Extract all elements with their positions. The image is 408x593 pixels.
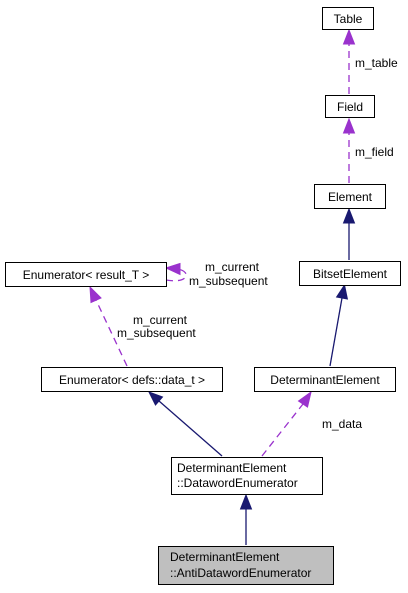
edge-label-m-data: m_data [322,417,362,431]
edge-anti-to-dataword [239,493,253,545]
edge-field-to-table [342,28,356,94]
node-field-label: Field [337,100,363,114]
edge-enumdata-to-enumresult [89,285,128,367]
node-enumerator-data-label: Enumerator< defs::data_t > [59,373,205,387]
node-table[interactable]: Table [322,7,374,30]
node-element-label: Element [328,190,373,204]
node-dataword-enumerator[interactable]: DeterminantElement ::DatawordEnumerator [171,457,323,495]
edge-enumerator-self-loop [164,262,187,282]
node-bitset-element[interactable]: BitsetElement [299,261,401,286]
node-determinant-element-label: DeterminantElement [270,373,380,387]
edge-bitset-to-element [342,207,356,260]
node-field[interactable]: Field [325,95,375,118]
edge-label-self-current: m_current [205,260,260,274]
edge-dataword-to-determinant [261,390,312,457]
edge-determinant-to-bitset [329,283,349,367]
node-dataword-enumerator-line1: DeterminantElement [177,461,287,475]
edge-dataword-to-enumdata [147,391,223,457]
node-anti-dataword-enumerator-line1: DeterminantElement [170,550,280,564]
node-dataword-enumerator-line2: ::DatawordEnumerator [177,476,298,490]
edge-label-enum-current: m_current [133,313,188,327]
edge-element-to-field [342,117,356,183]
node-enumerator-data[interactable]: Enumerator< defs::data_t > [41,367,223,392]
node-anti-dataword-enumerator[interactable]: DeterminantElement ::AntiDatawordEnumera… [158,546,334,585]
edge-label-enum-subsequent: m_subsequent [117,326,196,340]
node-enumerator-result[interactable]: Enumerator< result_T > [5,262,167,287]
edge-label-m-field: m_field [355,145,394,159]
edge-label-self-subsequent: m_subsequent [189,274,268,288]
node-determinant-element[interactable]: DeterminantElement [254,367,396,392]
node-enumerator-result-label: Enumerator< result_T > [23,268,150,282]
node-bitset-element-label: BitsetElement [313,267,388,281]
node-element[interactable]: Element [314,184,386,209]
edge-label-m-table: m_table [355,56,398,70]
node-table-label: Table [334,12,363,26]
node-anti-dataword-enumerator-line2: ::AntiDatawordEnumerator [170,566,311,580]
